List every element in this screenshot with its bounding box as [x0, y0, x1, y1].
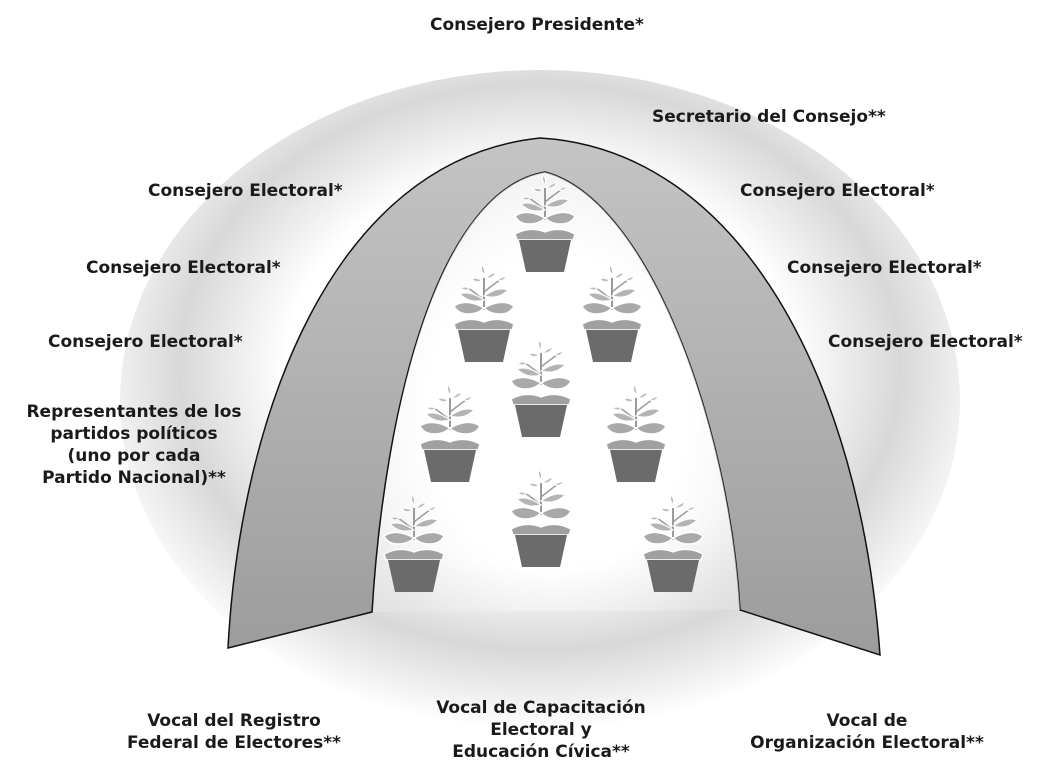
right-councilor-1: Consejero Electoral*	[740, 181, 935, 201]
secretary-label: Secretario del Consejo**	[652, 107, 886, 127]
left-councilor-3: Consejero Electoral*	[48, 332, 243, 352]
party-representatives-label: Representantes de los partidos políticos…	[4, 401, 264, 489]
vocal-capacitacion-line-3: Educación Cívica**	[452, 742, 630, 762]
president-label: Consejero Presidente*	[430, 15, 644, 35]
party-representatives-line-2: partidos políticos	[50, 424, 218, 444]
vocal-organizacion-line-2: Organización Electoral**	[750, 733, 984, 753]
vocal-registro-label: Vocal del Registro Federal de Electores*…	[104, 710, 364, 754]
right-councilor-2: Consejero Electoral*	[787, 258, 982, 278]
vocal-capacitacion-line-1: Vocal de Capacitación	[436, 698, 646, 718]
vocal-registro-line-2: Federal de Electores**	[126, 733, 342, 753]
party-representatives-line-3: (uno por cada	[67, 446, 201, 466]
left-councilor-1: Consejero Electoral*	[148, 181, 343, 201]
vocal-capacitacion-label: Vocal de Capacitación Electoral y Educac…	[411, 697, 671, 763]
party-representatives-line-1: Representantes de los	[26, 402, 242, 422]
arch-inner-area	[374, 172, 740, 612]
vocal-capacitacion-line-2: Electoral y	[490, 720, 592, 740]
vocal-organizacion-label: Vocal de Organización Electoral**	[727, 710, 1007, 754]
right-councilor-3: Consejero Electoral*	[828, 332, 1023, 352]
vocal-registro-line-1: Vocal del Registro	[147, 711, 321, 731]
vocal-organizacion-line-1: Vocal de	[826, 711, 908, 731]
party-representatives-line-4: Partido Nacional)**	[42, 468, 226, 488]
left-councilor-2: Consejero Electoral*	[86, 258, 281, 278]
